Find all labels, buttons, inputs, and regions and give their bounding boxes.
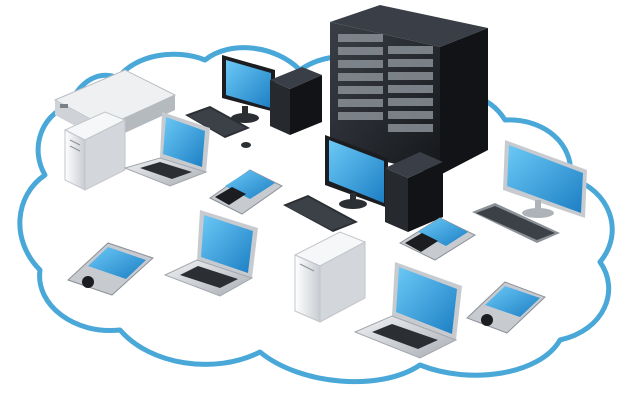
smartphone bbox=[209, 169, 283, 215]
laptop bbox=[163, 210, 258, 297]
smartphone bbox=[466, 281, 546, 334]
desktop-monitor bbox=[503, 140, 587, 218]
laptop bbox=[353, 262, 462, 359]
rack-server-large bbox=[330, 5, 488, 175]
keyboard bbox=[283, 195, 358, 232]
tower-pc bbox=[270, 67, 322, 135]
smartphone bbox=[67, 242, 154, 296]
desktop-monitor bbox=[222, 55, 275, 123]
tower-pc bbox=[63, 111, 127, 191]
keyboard bbox=[185, 106, 251, 148]
laptop bbox=[123, 112, 210, 187]
desktop-monitor bbox=[325, 135, 388, 209]
tower-pc bbox=[293, 231, 367, 323]
tower-pc bbox=[385, 152, 443, 232]
smartphone bbox=[398, 217, 477, 261]
keyboard bbox=[472, 203, 560, 243]
